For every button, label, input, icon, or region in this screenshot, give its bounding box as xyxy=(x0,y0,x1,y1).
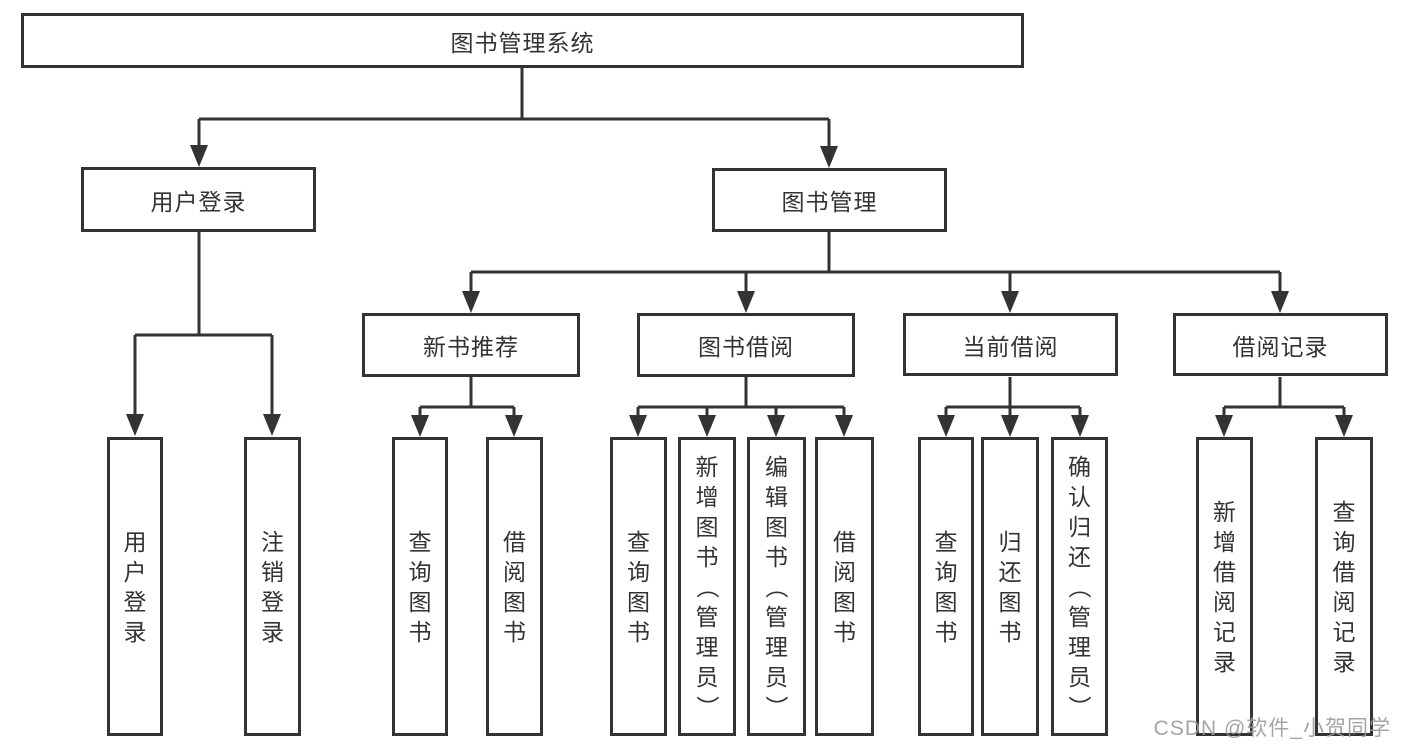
leaf-confirm-return-admin: 确认归还（管理员） xyxy=(1051,437,1108,736)
leaf-logout: 注销登录 xyxy=(244,437,301,736)
leaf-query-books-2: 查询图书 xyxy=(610,437,667,736)
node-user-login-label: 用户登录 xyxy=(150,188,247,215)
leaf-return-books-label: 归还图书 xyxy=(998,528,1022,645)
leaf-borrow-books-2: 借阅图书 xyxy=(815,437,874,736)
leaf-edit-books-admin-label: 编辑图书（管理员） xyxy=(763,453,790,719)
node-current-borrowing: 当前借阅 xyxy=(903,313,1118,376)
leaf-return-books: 归还图书 xyxy=(981,437,1039,736)
node-current-borrowing-label: 当前借阅 xyxy=(962,333,1059,360)
leaf-query-books-1: 查询图书 xyxy=(392,437,448,736)
leaf-borrow-books-2-label: 借阅图书 xyxy=(833,528,856,645)
leaf-logout-label: 注销登录 xyxy=(261,528,284,645)
leaf-add-borrow-record-label: 新增借阅记录 xyxy=(1213,498,1236,675)
leaf-query-borrow-record-label: 查询借阅记录 xyxy=(1332,498,1356,675)
node-book-borrowing: 图书借阅 xyxy=(637,313,855,377)
csdn-watermark: CSDN @软件_小贺同学 xyxy=(1153,717,1391,740)
node-new-book-recommend: 新书推荐 xyxy=(362,313,580,377)
node-borrow-records-label: 借阅记录 xyxy=(1232,333,1329,360)
node-root-label: 图书管理系统 xyxy=(450,29,595,56)
node-book-management-label: 图书管理 xyxy=(781,189,878,215)
leaf-add-borrow-record: 新增借阅记录 xyxy=(1196,437,1253,736)
leaf-borrow-books-1-label: 借阅图书 xyxy=(503,528,526,645)
node-book-borrowing-label: 图书借阅 xyxy=(698,334,794,360)
leaf-query-books-2-label: 查询图书 xyxy=(627,528,650,645)
leaf-query-books-3: 查询图书 xyxy=(918,437,974,736)
leaf-query-books-1-label: 查询图书 xyxy=(408,528,432,645)
leaf-query-borrow-record: 查询借阅记录 xyxy=(1315,437,1373,736)
node-new-book-recommend-label: 新书推荐 xyxy=(423,334,519,360)
leaf-query-books-3-label: 查询图书 xyxy=(934,528,958,645)
leaf-user-login: 用户登录 xyxy=(107,437,163,736)
node-root: 图书管理系统 xyxy=(21,13,1024,68)
leaf-edit-books-admin: 编辑图书（管理员） xyxy=(747,437,806,736)
node-user-login: 用户登录 xyxy=(81,167,316,232)
node-book-management: 图书管理 xyxy=(712,168,947,232)
node-borrow-records: 借阅记录 xyxy=(1173,313,1388,376)
leaf-add-books-admin: 新增图书（管理员） xyxy=(678,437,736,736)
leaf-add-books-admin-label: 新增图书（管理员） xyxy=(694,453,720,719)
leaf-borrow-books-1: 借阅图书 xyxy=(486,437,543,736)
leaf-confirm-return-admin-label: 确认归还（管理员） xyxy=(1066,453,1093,719)
leaf-user-login-label: 用户登录 xyxy=(123,528,147,645)
